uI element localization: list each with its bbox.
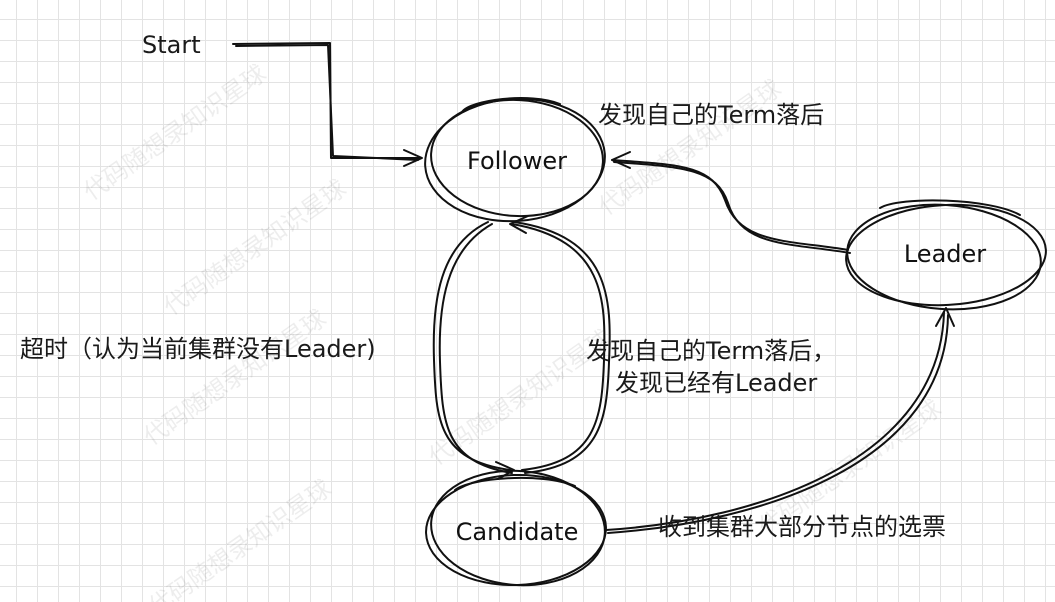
follower-to-candidate-arrow <box>432 221 515 480</box>
candidate-to-follower-label-line1: 发现自己的Term落后， <box>586 337 837 365</box>
leader-to-follower-arrow <box>611 151 851 254</box>
candidate-to-leader-arrow <box>605 307 955 534</box>
candidate-label: Candidate <box>455 518 579 546</box>
follower-to-candidate-label: 超时（认为当前集群没有Leader) <box>20 335 376 363</box>
start-arrow <box>232 42 423 167</box>
candidate-to-leader-label: 收到集群大部分节点的选票 <box>658 513 946 541</box>
candidate-to-follower-label-line2: 发现已经有Leader <box>615 369 818 397</box>
leader-to-follower-label: 发现自己的Term落后 <box>598 101 825 129</box>
start-label: Start <box>142 31 201 59</box>
leader-label: Leader <box>903 240 987 268</box>
candidate-node <box>425 469 607 587</box>
follower-label: Follower <box>467 147 567 175</box>
candidate-to-follower-arrow <box>509 215 611 474</box>
